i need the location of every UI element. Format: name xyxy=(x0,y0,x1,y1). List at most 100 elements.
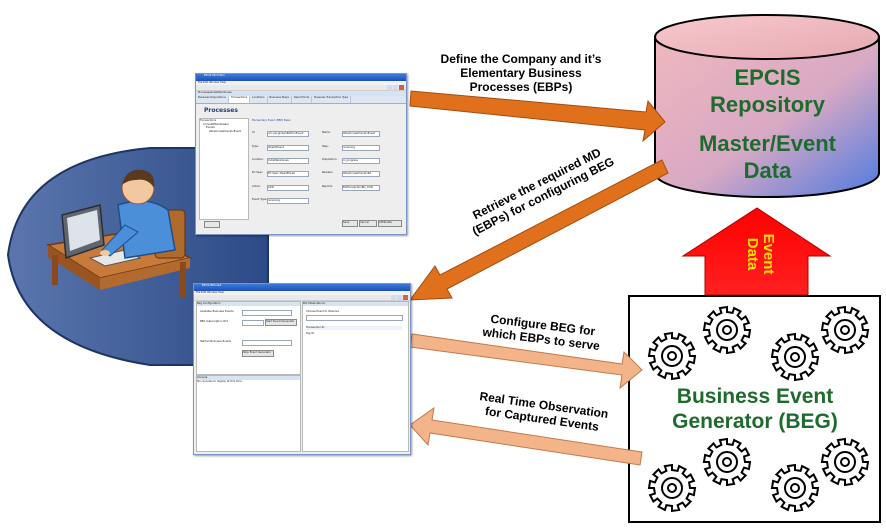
tab-business-dispositions[interactable]: Business Dispositions xyxy=(196,96,229,103)
gear-icon xyxy=(647,463,697,513)
gear-icon xyxy=(702,305,752,355)
gear-hub xyxy=(667,483,677,493)
gear-icon xyxy=(820,437,870,487)
repository-title-line2: Repository xyxy=(710,92,825,117)
console-title: Console xyxy=(197,376,300,380)
define-arrow xyxy=(409,90,666,143)
repository-title: EPCIS Repository xyxy=(680,64,855,118)
stop-event-generator-button[interactable]: Stop Event Generator xyxy=(242,350,274,357)
tab-transactions[interactable]: Transactions xyxy=(228,96,251,103)
available-events-select[interactable] xyxy=(242,310,292,316)
gear-hub xyxy=(790,483,800,493)
event-data-line1: Event xyxy=(760,233,777,275)
processes-heading: Processes xyxy=(204,107,238,114)
tab-business-transaction-type[interactable]: Business Transaction Type xyxy=(312,96,352,103)
console-text: No consoles to display at this time. xyxy=(197,379,243,383)
started-events-select[interactable] xyxy=(242,340,292,346)
biz-observations-panel: Biz Observations Choose Event to Observe… xyxy=(302,301,409,452)
subscription-port-input[interactable] xyxy=(242,320,264,326)
gear-outline xyxy=(702,305,752,355)
ebe-left-0-field[interactable]: urn:epcglobal:BizProcEvent xyxy=(267,131,309,137)
repository-subtitle-line1: Master/Event xyxy=(699,131,836,156)
ebe-right-1-field[interactable]: receiving xyxy=(342,145,380,151)
started-events-label: Started Business Events xyxy=(200,340,232,343)
gear-ring xyxy=(661,477,683,499)
minimize-icon[interactable] xyxy=(391,295,396,300)
tree-item[interactable]: Events xyxy=(206,126,215,130)
ebe-right-0-label: Name: xyxy=(322,131,331,134)
start-event-generator-button[interactable]: Start Event Generator xyxy=(265,319,297,326)
database-cylinder-icon xyxy=(654,14,880,198)
configure-arrow xyxy=(409,333,643,390)
ebe-left-2-field[interactable]: IndiaWarehouse xyxy=(267,158,309,164)
md-editor-tabs: Business Dispositions Transactions Locat… xyxy=(196,96,406,104)
minimize-icon[interactable] xyxy=(387,85,392,90)
ebe-left-4-label: Action: xyxy=(252,185,261,188)
tree-item[interactable]: Transactions xyxy=(200,119,217,122)
process-tree: Transactions ArrivalAtMainDealer Events … xyxy=(199,118,249,220)
available-events-label: Available Business Events xyxy=(200,310,234,313)
user-at-computer-icon xyxy=(45,169,193,297)
tree-item[interactable]: WarehouseCheckInEvent xyxy=(209,129,242,133)
ebe-right-2-field[interactable]: in_progress xyxy=(342,158,380,164)
ebe-right-4-field[interactable]: BizTransactionBiz_CON xyxy=(342,185,380,191)
choose-event-label: Choose Event to Observe xyxy=(306,310,339,313)
gear-icon xyxy=(770,332,820,382)
gear-hub xyxy=(840,457,850,467)
gear-icon xyxy=(702,437,752,487)
transaction-id-header: Transaction ID xyxy=(306,326,402,330)
tree-action-button[interactable] xyxy=(204,221,220,228)
maximize-icon[interactable] xyxy=(393,85,398,90)
ebe-left-3-field[interactable]: EC Spec::ReadECLab xyxy=(267,171,309,177)
md-editor-address: ProcessesIndiaWarehouse xyxy=(196,91,406,96)
tab-locations[interactable]: Locations xyxy=(250,96,268,103)
beg-gui-menu[interactable]: File Edit Window Help xyxy=(194,291,410,295)
biz-observations-header: Biz Observations xyxy=(303,302,408,306)
gear-outline xyxy=(820,305,870,355)
close-icon[interactable] xyxy=(399,85,404,90)
gear-group xyxy=(647,305,870,513)
md-editor-toolbar xyxy=(196,85,406,91)
define-line3: Processes (EBPs) xyxy=(469,80,573,94)
maximize-icon[interactable] xyxy=(397,295,402,300)
ebe-left-3-label: EC Spec: xyxy=(252,171,264,174)
ebe-left-1-field[interactable]: ObjectEvent xyxy=(267,145,309,151)
tree-item[interactable]: ArrivalAtMainDealer xyxy=(203,122,229,126)
beg-line1: Business Event xyxy=(676,385,834,408)
gear-ring xyxy=(834,451,856,473)
md-editor-title: EPCIS MD Editor xyxy=(204,74,225,77)
save-button[interactable]: Save xyxy=(342,220,358,227)
ebe-section-title: Elementary Event (EBE) Basic xyxy=(252,119,291,122)
ebe-right-3-field[interactable]: WarehouseCheckInRd xyxy=(342,171,380,177)
ebe-left-2-label: Location: xyxy=(252,158,264,161)
tag-id-header: Tag ID xyxy=(306,332,314,335)
gear-icon xyxy=(820,305,870,355)
event-data-arrow xyxy=(681,207,832,296)
beg-line2: Generator (BEG) xyxy=(672,410,838,433)
gear-ring xyxy=(784,477,806,499)
close-icon[interactable] xyxy=(403,295,408,300)
ebe-left-5-field[interactable]: receiving xyxy=(267,198,309,204)
ebe-right-1-label: Step: xyxy=(322,145,329,148)
gear-hub xyxy=(667,351,677,361)
gear-hub xyxy=(722,457,732,467)
subscription-port-label: BEG Subscription Port xyxy=(200,320,229,323)
attributes-button[interactable]: Attributes xyxy=(378,220,402,227)
gear-outline xyxy=(702,437,752,487)
choose-event-select[interactable] xyxy=(306,315,403,321)
tab-read-points[interactable]: Read Points xyxy=(292,96,313,103)
ebe-left-4-field[interactable]: ADD xyxy=(267,185,309,191)
gear-outline xyxy=(820,437,870,487)
ebe-left-1-label: Type: xyxy=(252,145,259,148)
ebe-right-0-field[interactable]: WarehouseCheckInEvent xyxy=(342,131,380,137)
beg-gui-title: EPCIS BEG GUI xyxy=(202,284,222,287)
tab-business-steps[interactable]: Business Steps xyxy=(268,96,293,103)
beg-gui-window: EPCIS BEG GUI File Edit Window Help Beg … xyxy=(193,283,411,455)
cancel-button[interactable]: Cancel xyxy=(359,220,377,227)
md-editor-menu[interactable]: File Edit Window Help xyxy=(196,81,406,85)
beg-config-header: Beg Configuration xyxy=(197,302,300,306)
gear-ring xyxy=(834,319,856,341)
repository-subtitle: Master/Event Data xyxy=(680,130,855,184)
define-label: Define the Company and it’s Elementary B… xyxy=(416,52,626,94)
gear-outline xyxy=(647,331,697,381)
